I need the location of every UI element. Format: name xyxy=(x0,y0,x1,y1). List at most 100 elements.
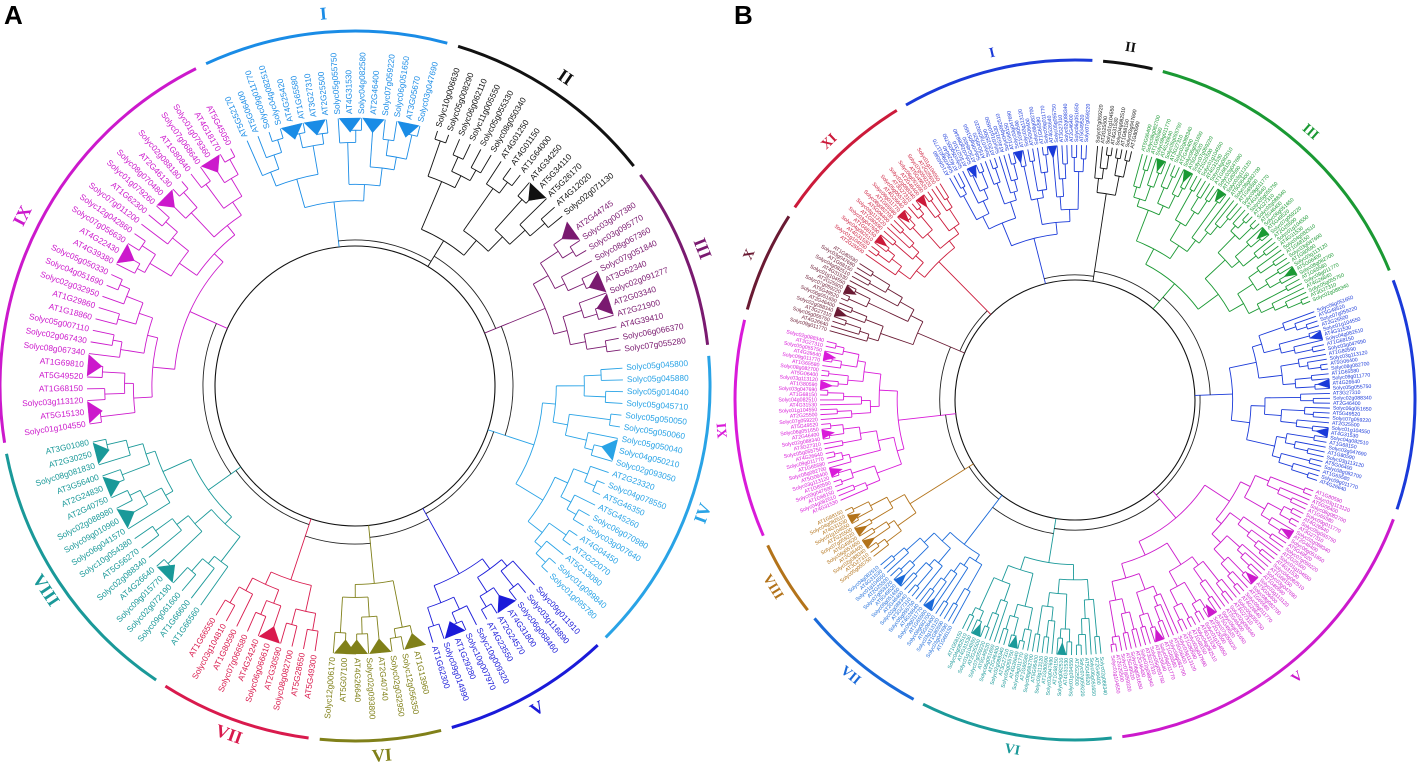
clade-label: III xyxy=(689,235,715,262)
branch xyxy=(1047,592,1050,607)
branch xyxy=(1140,627,1147,646)
branch xyxy=(1171,169,1185,195)
branch xyxy=(208,556,215,564)
branch xyxy=(1287,283,1303,292)
branch xyxy=(856,267,872,277)
branch xyxy=(972,175,981,192)
branch-arc xyxy=(517,195,527,204)
branch xyxy=(1306,452,1324,458)
branch xyxy=(1131,629,1137,648)
leaf-label: AT1G65580 xyxy=(792,359,820,369)
branch xyxy=(1169,245,1180,259)
branch xyxy=(367,633,370,654)
branch xyxy=(897,512,917,527)
branch xyxy=(984,161,995,185)
branch xyxy=(1166,542,1182,565)
branch xyxy=(1051,621,1056,654)
branch-arc xyxy=(111,334,115,346)
branch xyxy=(842,439,862,444)
leaf-label: AT2G25500 xyxy=(1100,116,1109,144)
branch xyxy=(998,156,1011,194)
branch xyxy=(1128,151,1133,162)
branch xyxy=(838,383,848,385)
branch xyxy=(1087,579,1090,600)
branch xyxy=(226,225,236,236)
branch xyxy=(230,178,243,197)
branch xyxy=(1271,517,1295,532)
branch xyxy=(548,522,567,536)
branch-arc xyxy=(123,288,131,305)
branch xyxy=(1186,240,1196,252)
branch-arc xyxy=(919,537,929,548)
collapsed-node-triangle xyxy=(854,525,868,537)
branch xyxy=(880,234,894,246)
branch xyxy=(392,580,403,628)
collapsed-node-triangle xyxy=(874,234,888,247)
branch xyxy=(104,392,125,395)
branch xyxy=(915,562,927,575)
branch xyxy=(260,600,267,615)
clade-label: VII xyxy=(213,720,245,748)
leaf-label: AT5G06400 xyxy=(790,370,818,379)
branch xyxy=(1282,383,1296,386)
branch xyxy=(112,339,123,343)
branch xyxy=(911,203,918,211)
branch xyxy=(452,139,461,155)
clade-arc xyxy=(922,702,1112,742)
branch-arc xyxy=(270,571,312,586)
branch xyxy=(1031,161,1039,191)
branch xyxy=(890,223,901,234)
leaf-label: AT1G80590 xyxy=(1041,656,1050,684)
branch xyxy=(588,432,618,439)
branch xyxy=(143,487,162,498)
branch xyxy=(120,349,145,354)
branch xyxy=(111,274,123,280)
branch xyxy=(463,188,494,231)
leaf-label: Solyc02g088340 xyxy=(1063,103,1070,142)
backbone-arc xyxy=(959,310,988,352)
branch xyxy=(141,223,168,245)
leaf-label: AT2G40740 xyxy=(377,656,391,701)
collapsed-node-triangle xyxy=(821,429,835,440)
branch xyxy=(1160,163,1171,187)
branch-arc xyxy=(179,188,189,197)
branch xyxy=(302,122,306,133)
branch xyxy=(1021,628,1026,641)
leaf-label: AT1G68150 xyxy=(1052,657,1060,685)
branch-arc xyxy=(151,337,159,398)
branch xyxy=(867,542,877,549)
branch xyxy=(1056,145,1060,180)
branch xyxy=(1246,226,1263,243)
branch-arc xyxy=(1010,190,1018,194)
branch xyxy=(1121,563,1127,579)
branch xyxy=(1057,579,1060,594)
branch xyxy=(1023,166,1032,201)
branch xyxy=(1129,611,1135,630)
branch xyxy=(1229,206,1242,221)
branch xyxy=(971,607,976,616)
branch xyxy=(1211,595,1222,610)
branch xyxy=(1020,556,1026,570)
branch xyxy=(546,540,564,555)
branch xyxy=(529,223,546,237)
branch-arc xyxy=(594,308,600,320)
branch-arc xyxy=(909,242,915,249)
collapsed-node-triangle xyxy=(86,354,103,377)
branch xyxy=(1153,585,1158,596)
branch xyxy=(1189,175,1198,190)
branch xyxy=(1027,607,1033,630)
branch xyxy=(1280,362,1299,367)
branch-arc xyxy=(1172,193,1179,198)
branch-arc xyxy=(1226,216,1231,221)
branch-arc xyxy=(307,628,319,632)
branch xyxy=(1207,598,1218,613)
branch-arc xyxy=(1042,605,1054,608)
branch xyxy=(191,558,203,572)
branch xyxy=(863,371,881,375)
branch xyxy=(1092,193,1107,282)
branch xyxy=(915,565,943,600)
leaf-label: AT4G31530 xyxy=(1063,658,1070,686)
leaf-label: AT5G49520 xyxy=(1333,411,1361,418)
branch xyxy=(1109,601,1117,637)
branch xyxy=(1136,210,1149,242)
